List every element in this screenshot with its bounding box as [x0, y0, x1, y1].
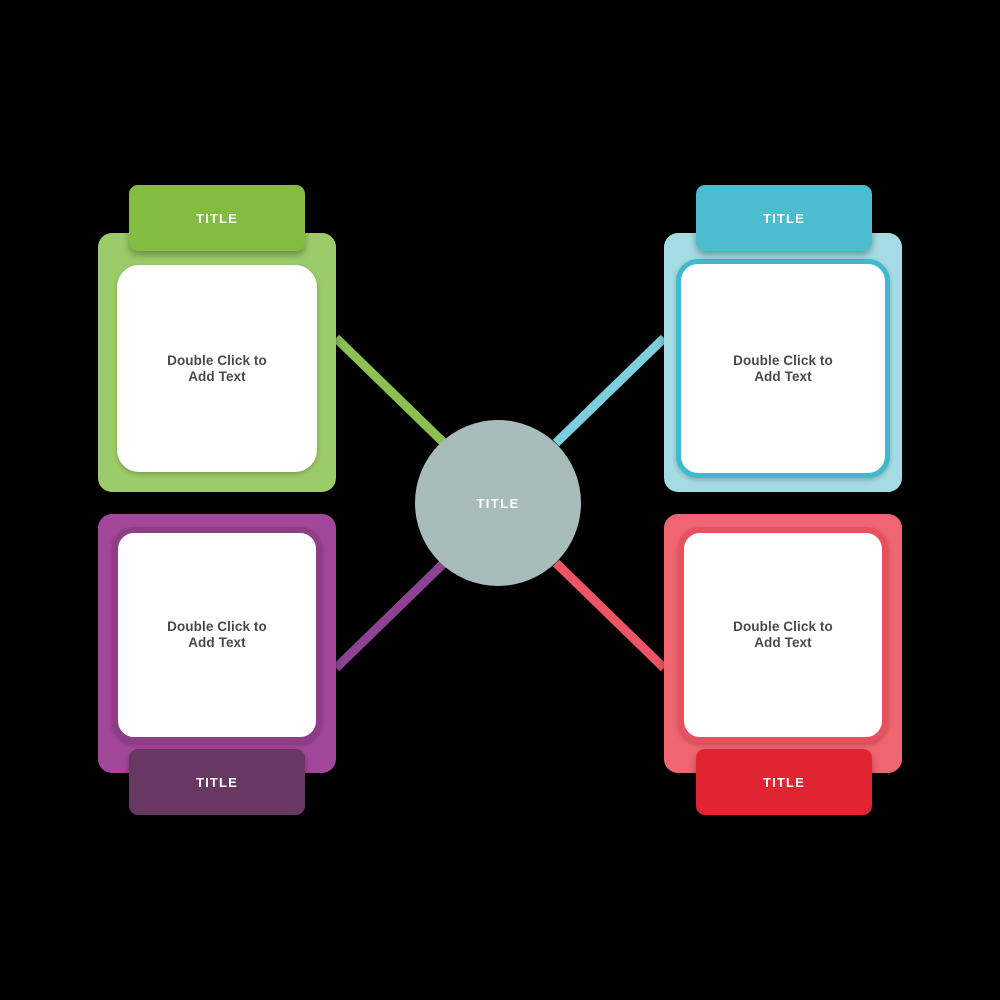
node-card-purple[interactable]: Double Click to Add Text: [98, 514, 336, 773]
node-title-label-green: TITLE: [195, 210, 239, 226]
node-text-area-green[interactable]: Double Click to Add Text: [117, 265, 317, 472]
node-title-label-teal: TITLE: [762, 210, 806, 226]
node-body-text-teal: Double Click to Add Text: [733, 352, 833, 384]
node-text-area-teal[interactable]: Double Click to Add Text: [676, 259, 890, 478]
node-title-tab-green[interactable]: TITLE: [129, 185, 305, 251]
node-body-text-red: Double Click to Add Text: [733, 619, 833, 650]
node-body-text-purple: Double Click to Add Text: [167, 619, 267, 650]
connector-green-to-hub: [332, 334, 448, 447]
connector-red-to-hub: [552, 559, 668, 672]
hub-label: TITLE: [476, 495, 520, 511]
node-title-label-red: TITLE: [762, 774, 806, 790]
connector-teal-to-hub: [552, 334, 668, 447]
node-title-tab-purple[interactable]: TITLE: [129, 749, 305, 815]
node-title-label-purple: TITLE: [195, 774, 239, 790]
node-card-green[interactable]: Double Click to Add Text: [98, 233, 336, 492]
node-title-tab-teal[interactable]: TITLE: [696, 185, 872, 251]
node-text-area-purple[interactable]: Double Click to Add Text: [112, 527, 322, 743]
node-card-teal[interactable]: Double Click to Add Text: [664, 233, 902, 492]
connector-purple-to-hub: [332, 559, 448, 672]
node-text-area-red[interactable]: Double Click to Add Text: [678, 527, 888, 743]
node-body-text-green: Double Click to Add Text: [167, 352, 267, 384]
node-title-tab-red[interactable]: TITLE: [696, 749, 872, 815]
node-card-red[interactable]: Double Click to Add Text: [664, 514, 902, 773]
hub-circle[interactable]: TITLE: [415, 420, 581, 586]
